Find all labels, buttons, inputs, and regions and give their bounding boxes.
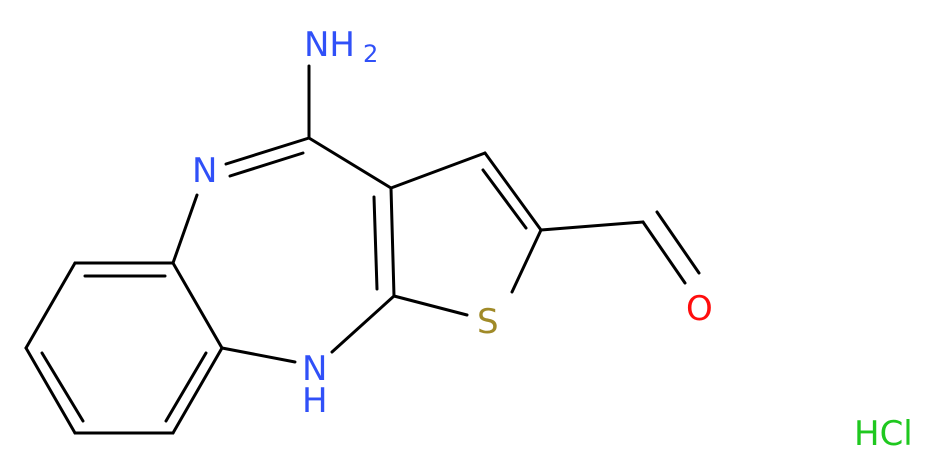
bond <box>224 136 311 166</box>
bond <box>655 210 701 275</box>
bond <box>539 220 645 232</box>
bond <box>171 261 224 350</box>
bond <box>510 228 543 294</box>
bond <box>24 346 77 435</box>
oxygen-label: O <box>686 289 713 329</box>
amine-nitrogen-label: NH <box>304 25 355 65</box>
bond <box>330 294 396 354</box>
bond <box>171 193 199 265</box>
ring-nh-nitrogen-label: N <box>302 349 327 389</box>
bond <box>483 151 543 232</box>
bond <box>24 261 77 350</box>
sulfur-label: S <box>477 302 499 342</box>
bond <box>228 151 305 178</box>
bond <box>372 195 379 291</box>
bond <box>171 346 224 435</box>
bond <box>164 351 208 423</box>
amine-subscript: 2 <box>363 40 378 68</box>
bond <box>389 151 487 190</box>
imine-nitrogen-label: N <box>192 151 217 191</box>
bond <box>481 168 528 230</box>
atom-labels: NH 2 N N H S O HCl <box>192 25 913 454</box>
bond <box>40 351 85 423</box>
bond <box>389 186 396 298</box>
hcl-salt-label: HCl <box>854 414 913 454</box>
ring-nh-hydrogen-label: H <box>302 381 328 421</box>
bond <box>641 220 687 285</box>
bonds <box>24 64 701 435</box>
bond <box>392 294 469 317</box>
bond <box>220 346 297 364</box>
bond <box>307 136 393 190</box>
